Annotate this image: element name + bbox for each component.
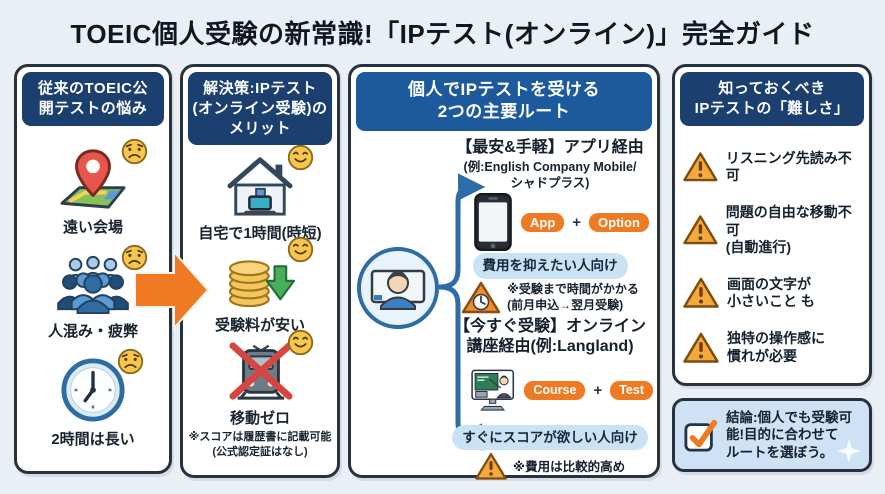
app-route-audience: 費用を抑えたい人向け [472, 253, 628, 279]
checkbox-check-icon [684, 419, 718, 452]
panel-solution-header: 解決策:IPテスト (オンライン受験)の メリット [188, 72, 332, 146]
panel-routes: 個人でIPテストを受ける 2つの主要ルート [348, 64, 660, 480]
panel-problems-header: 従来のTOEIC公 開テストの悩み [22, 72, 164, 126]
clock-icon [60, 348, 144, 428]
conclusion-text: 結論:個人でも受験可 能!目的に合わせて ルートを選ぼう。 [726, 409, 852, 460]
sad-face-icon [117, 348, 144, 375]
solution-item-label: 自宅で1時間(時短) [198, 224, 322, 242]
solution-item-label: 受験料が安い [214, 317, 305, 335]
panel-difficulties: 知っておくべき IPテストの「難しさ」 リスニング先読み不可 問題の自由な移動不… [672, 64, 872, 386]
option-badge: Option [589, 212, 649, 232]
smartphone-icon [474, 193, 512, 252]
panel-difficulties-body: リスニング先読み不可 問題の自由な移動不可 (自動進行) 画面の文字が 小さいこ… [675, 131, 869, 385]
solution-footnote: ※スコアは履歴書に記載可能 (公式認定証はなし) [188, 430, 332, 458]
panel-routes-header: 個人でIPテストを受ける 2つの主要ルート [356, 72, 652, 131]
app-route-caution: ※受験まで時間がかかる (前月申込→翌月受験) [447, 281, 653, 315]
coins-discount-icon [224, 236, 314, 314]
sad-face-icon [121, 244, 148, 270]
warning-triangle-icon [683, 152, 718, 182]
warning-triangle-icon [683, 332, 719, 363]
problem-item-duration: 2時間は長い [51, 348, 144, 449]
warning-triangle-icon [683, 215, 718, 245]
map-pin-icon [56, 138, 148, 216]
solution-item-fee: 受験料が安い [214, 236, 314, 335]
sad-face-icon [121, 138, 148, 164]
difficulty-item: 独特の操作感に 慣れが必要 [683, 330, 861, 365]
panel-difficulties-header: 知っておくべき IPテストの「難しさ」 [680, 72, 864, 126]
difficulty-item: リスニング先読み不可 [683, 150, 861, 185]
difficulty-item: 画面の文字が 小さいこと も [683, 276, 861, 311]
crowd-icon [56, 244, 148, 320]
solution-item-commute: 移動ゼロ [224, 329, 314, 428]
app-badge: App [521, 212, 565, 232]
panel-solution-body: 自宅で1時間(時短) [183, 144, 337, 469]
course-route-visual: Course + Test [447, 359, 653, 423]
happy-face-icon [287, 236, 314, 263]
problem-item-crowd: 人混み・疲弊 [47, 244, 148, 341]
clock-warning-icon [461, 281, 501, 313]
test-badge: Test [610, 381, 653, 400]
panel-routes-body: 【最安&手軽】アプリ経由 (例:English Company Mobile/ … [351, 136, 657, 487]
app-route-visual: App + Option [447, 193, 653, 252]
problem-item-label: 人混み・疲弊 [47, 322, 138, 340]
app-route-caution-text: ※受験まで時間がかかる (前月申込→翌月受験) [507, 282, 639, 312]
plus-sign: + [593, 382, 603, 400]
sparkle-icon [837, 439, 861, 463]
difficulty-label: 画面の文字が 小さいこと も [727, 275, 815, 310]
routes-content: 【最安&手軽】アプリ経由 (例:English Company Mobile/ … [447, 136, 653, 481]
problem-item-label: 遠い会場 [62, 218, 123, 236]
panel-solution: 解決策:IPテスト (オンライン受験)の メリット [180, 64, 340, 478]
course-route-title: 【今すぐ受験】オンライン 講座経由(例:Langland) [453, 317, 646, 355]
difficulty-label: 独特の操作感に 慣れが必要 [727, 330, 825, 364]
problem-item-label: 2時間は長い [51, 430, 135, 448]
plus-sign: + [572, 213, 582, 231]
happy-face-icon [287, 329, 314, 355]
course-route-caution: ※費用は比較的高め [447, 452, 653, 481]
app-route-subtitle: (例:English Company Mobile/ シャドプラス) [463, 159, 637, 190]
online-lesson-icon [471, 369, 515, 411]
no-commute-train-icon [224, 329, 314, 407]
warning-triangle-icon [683, 278, 719, 309]
difficulty-item: 問題の自由な移動不可 (自動進行) [683, 204, 861, 257]
difficulty-label: 問題の自由な移動不可 (自動進行) [725, 204, 852, 256]
panel-problems: 従来のTOEIC公 開テストの悩み [14, 64, 172, 474]
solution-item-home: 自宅で1時間(時短) [198, 144, 322, 243]
course-route-audience: すぐにスコアが欲しい人向け [452, 424, 648, 451]
panel-problems-body: 遠い会場 [17, 131, 169, 465]
course-route-caution-text: ※費用は比較的高め [512, 459, 626, 474]
app-route-title: 【最安&手軽】アプリ経由 [456, 138, 644, 156]
difficulty-label: リスニング先読み不可 [725, 149, 852, 184]
warning-triangle-icon [475, 453, 507, 480]
home-laptop-icon [224, 144, 314, 222]
solution-item-label: 移動ゼロ [229, 409, 290, 427]
test-taker-icon [356, 246, 440, 335]
arrow-right-icon [134, 249, 210, 331]
problem-item-venue: 遠い会場 [56, 138, 148, 237]
happy-face-icon [287, 144, 314, 170]
course-badge: Course [524, 381, 586, 400]
page-title: TOEIC個人受験の新常識!「IPテスト(オンライン)」完全ガイド [70, 18, 815, 49]
conclusion-box: 結論:個人でも受験可 能!目的に合わせて ルートを選ぼう。 [672, 398, 872, 472]
